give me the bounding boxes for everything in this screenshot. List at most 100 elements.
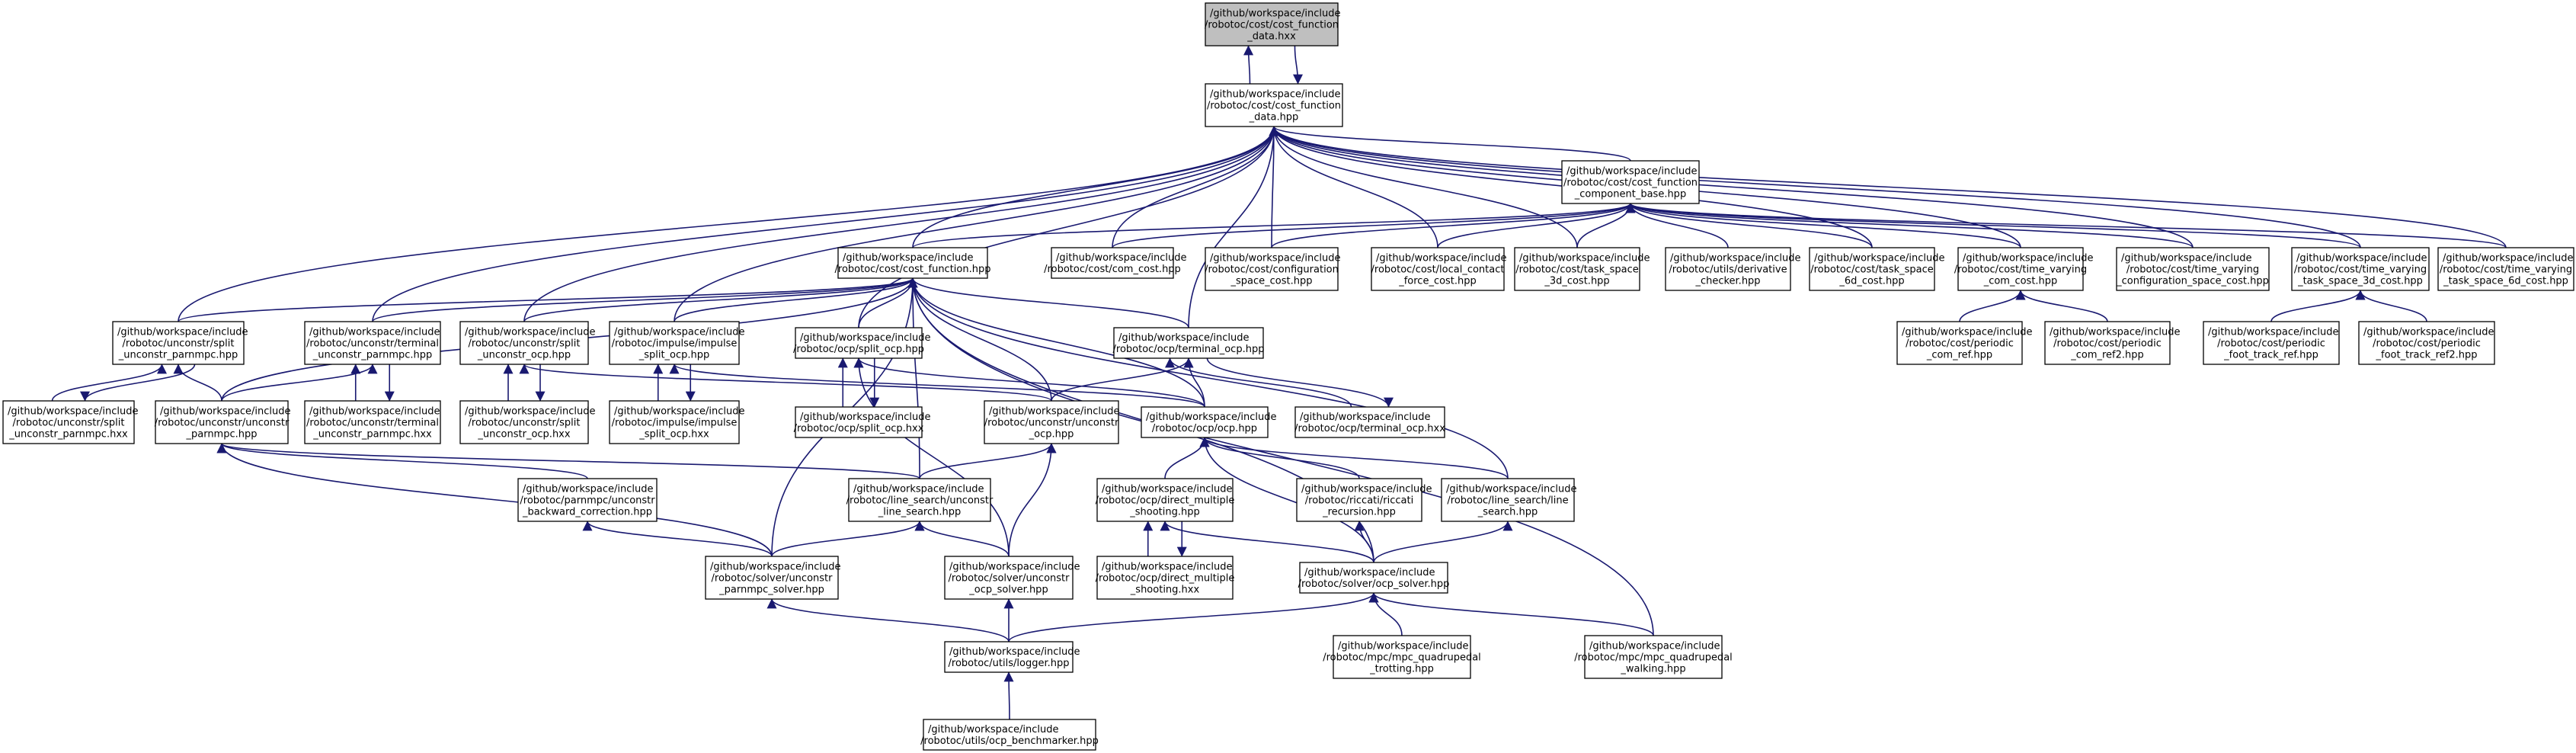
file-node[interactable]: /github/workspace/include/robotoc/uncons… <box>304 400 441 444</box>
file-node[interactable]: /github/workspace/include/robotoc/impuls… <box>609 321 745 365</box>
file-node[interactable]: /github/workspace/include/robotoc/cost/t… <box>2116 247 2270 291</box>
node-box <box>304 400 441 444</box>
file-node[interactable]: /github/workspace/include/robotoc/uncons… <box>304 321 441 365</box>
node-label-line: /github/workspace/include <box>710 562 841 573</box>
file-node[interactable]: /github/workspace/include/robotoc/solver… <box>1298 562 1450 594</box>
file-node[interactable]: /github/workspace/include/robotoc/uncons… <box>984 400 1120 444</box>
node-label-line: _foot_track_ref.hpp <box>2223 350 2318 361</box>
node-label-line: _com_cost.hpp <box>1983 276 2058 287</box>
file-node[interactable]: /github/workspace/include/robotoc/uncons… <box>459 400 596 444</box>
file-node[interactable]: /github/workspace/include/robotoc/cost/c… <box>835 247 991 279</box>
node-box <box>795 406 923 438</box>
file-node[interactable]: /github/workspace/include/robotoc/riccat… <box>1296 478 1432 522</box>
dependency-arrow <box>1188 126 1279 328</box>
file-node[interactable]: /github/workspace/include/robotoc/cost/l… <box>1371 247 1507 291</box>
node-box <box>1333 635 1471 679</box>
file-node[interactable]: /github/workspace/include/robotoc/cost/p… <box>2358 321 2495 365</box>
node-label-line: /robotoc/cost/cost_function <box>1563 178 1698 189</box>
node-label-line: /robotoc/ocp/split_ocp.hxx <box>794 423 924 434</box>
file-node[interactable]: /github/workspace/include/robotoc/cost/t… <box>2437 247 2574 291</box>
file-node[interactable]: /github/workspace/include/robotoc/ocp/sp… <box>793 327 931 359</box>
node-label-line: _unconstr_parnmpc.hxx <box>312 429 432 441</box>
file-node[interactable]: /github/workspace/include/robotoc/uncons… <box>2 400 139 444</box>
node-label-line: /github/workspace/include <box>309 327 440 338</box>
file-node[interactable]: /github/workspace/include/robotoc/line_s… <box>1441 478 1577 522</box>
node-label-line: _6d_cost.hpp <box>1838 276 1904 287</box>
node-box <box>609 400 740 444</box>
node-label-line: _ocp.hpp <box>1029 429 1074 441</box>
node-label-line: _space_cost.hpp <box>1230 276 1313 287</box>
node-label-line: /github/workspace/include <box>949 562 1080 573</box>
file-node[interactable]: /github/workspace/include/robotoc/cost/p… <box>1896 321 2033 365</box>
file-node[interactable]: /github/workspace/include/robotoc/cost/t… <box>2291 247 2430 291</box>
file-node[interactable]: /github/workspace/include/robotoc/ocp/di… <box>1096 478 1235 522</box>
dependency-arrow <box>1625 203 2361 248</box>
node-box <box>2358 321 2495 365</box>
dependency-arrow <box>221 364 378 402</box>
dependency-arrow <box>178 277 918 322</box>
node-label-line: /robotoc/parnmpc/unconstr <box>520 495 655 507</box>
file-node[interactable]: /github/workspace/include/robotoc/ocp/te… <box>1113 327 1265 359</box>
node-box <box>1809 247 1935 291</box>
file-node[interactable]: /github/workspace/include/robotoc/cost/c… <box>1044 247 1187 279</box>
file-node[interactable]: /github/workspace/include/robotoc/solver… <box>944 556 1080 600</box>
file-node[interactable]: /github/workspace/include/robotoc/mpc/mp… <box>1323 635 1481 679</box>
node-box <box>2437 247 2574 291</box>
dependency-arrow <box>1008 592 1379 642</box>
file-node[interactable]: /github/workspace/include/robotoc/cost/c… <box>1561 160 1700 204</box>
node-label-line: /github/workspace/include <box>8 406 139 418</box>
dependency-arrow <box>1368 592 1654 636</box>
node-label-line: /robotoc/cost/time_varying <box>2440 264 2572 276</box>
node-label-line: /robotoc/unconstr/terminal <box>306 418 439 429</box>
file-node[interactable]: /github/workspace/include/robotoc/uncons… <box>459 321 596 365</box>
node-label-line: _checker.hpp <box>1694 276 1760 287</box>
dependency-edges <box>51 45 2507 720</box>
node-label-line: _3d_cost.hpp <box>1544 276 1609 287</box>
file-node[interactable]: /github/workspace/include/robotoc/cost/t… <box>1809 247 1945 291</box>
file-node[interactable]: /github/workspace/include/robotoc/uncons… <box>112 321 248 365</box>
node-box <box>848 478 991 522</box>
node-box <box>1096 478 1234 522</box>
file-node[interactable]: /github/workspace/include/robotoc/impuls… <box>609 400 745 444</box>
file-node[interactable]: /github/workspace/include/robotoc/utils/… <box>944 641 1080 673</box>
node-label-line: /github/workspace/include <box>1566 166 1698 178</box>
file-node[interactable]: /github/workspace/include/robotoc/uncons… <box>155 400 291 444</box>
dependency-arrow <box>51 364 167 402</box>
dependency-arrow <box>1271 203 1636 248</box>
node-label-line: /robotoc/cost/task_space <box>1515 264 1639 276</box>
node-box <box>2203 321 2340 365</box>
node-label-line: _search.hpp <box>1477 507 1538 518</box>
file-node[interactable]: /github/workspace/include/robotoc/cost/p… <box>2044 321 2181 365</box>
node-label-line: /github/workspace/include <box>1056 252 1187 264</box>
file-node[interactable]: /github/workspace/include/robotoc/parnmp… <box>517 478 658 522</box>
file-node[interactable]: /github/workspace/include/robotoc/utils/… <box>1665 247 1801 291</box>
dependency-arrow <box>1269 126 2361 248</box>
file-node[interactable]: /github/workspace/include/robotoc/cost/t… <box>1954 247 2094 291</box>
dependency-arrow <box>1199 437 1360 479</box>
dependency-arrow <box>914 521 1010 557</box>
dependency-arrow <box>907 277 1509 479</box>
file-node[interactable]: /github/workspace/include/robotoc/line_s… <box>846 478 994 522</box>
node-label-line: /robotoc/unconstr/unconstr <box>984 418 1119 429</box>
file-node[interactable]: /github/workspace/include/robotoc/solver… <box>705 556 841 600</box>
file-node[interactable]: /github/workspace/include/robotoc/mpc/mp… <box>1574 635 1733 679</box>
dependency-arrow <box>372 277 918 322</box>
file-node[interactable]: /github/workspace/include/robotoc/cost/c… <box>1205 247 1341 291</box>
file-node[interactable]: /github/workspace/include/robotoc/ocp/te… <box>1294 406 1445 438</box>
node-label-line: /robotoc/impulse/impulse <box>612 418 738 429</box>
file-node[interactable]: /github/workspace/include/robotoc/cost/t… <box>1514 247 1650 291</box>
node-label-line: /github/workspace/include <box>1210 253 1341 264</box>
node-label-line: _walking.hpp <box>1620 664 1685 675</box>
node-box <box>1896 321 2023 365</box>
file-node[interactable]: /github/workspace/include/robotoc/ocp/oc… <box>1141 406 1277 438</box>
file-node[interactable]: /github/workspace/include/robotoc/ocp/di… <box>1096 556 1235 600</box>
file-node[interactable]: /github/workspace/include/robotoc/ocp/sp… <box>794 406 931 438</box>
node-box <box>795 327 923 359</box>
file-node[interactable]: /github/workspace/include/robotoc/cost/p… <box>2203 321 2340 365</box>
file-node[interactable]: /github/workspace/include/robotoc/utils/… <box>920 719 1099 751</box>
node-box <box>1051 247 1174 279</box>
dependency-arrow <box>907 277 920 479</box>
node-label-line: /github/workspace/include <box>1446 484 1577 495</box>
file-node[interactable]: /github/workspace/include/robotoc/cost/c… <box>1205 83 1343 127</box>
